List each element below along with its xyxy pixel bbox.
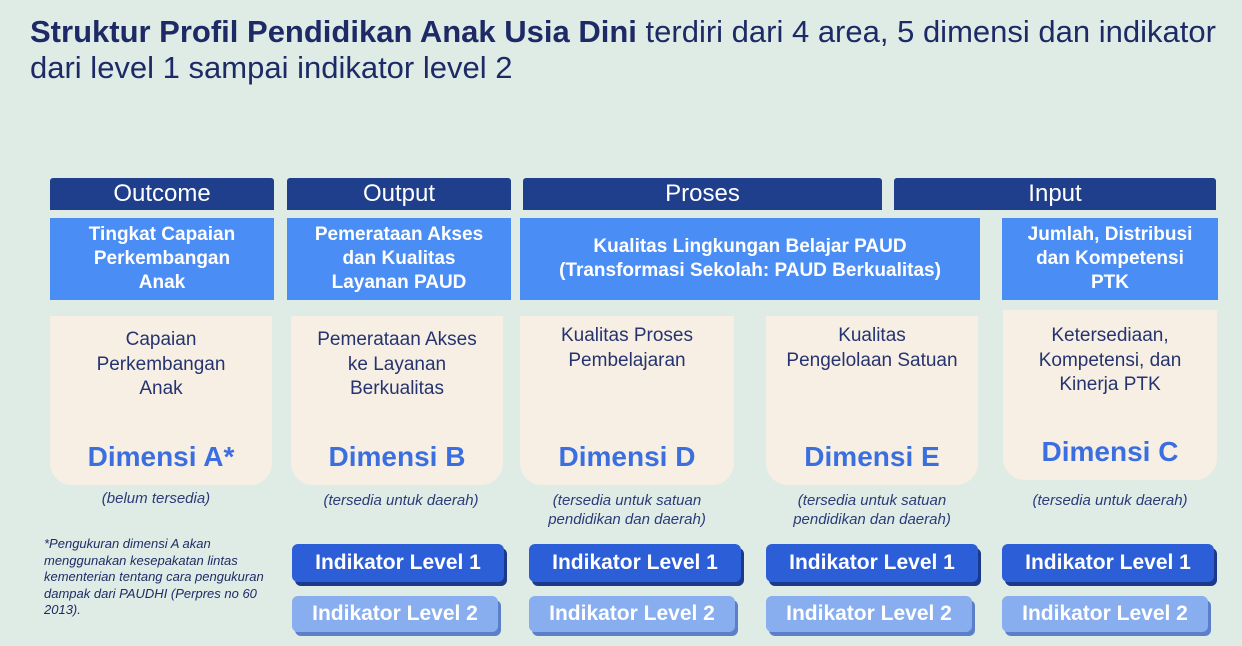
dimension-card-c: Ketersediaan, Kompetensi, dan Kinerja PT… (1003, 310, 1217, 480)
availability-note-b: (tersedia untuk daerah) (323, 492, 479, 509)
category-outcome: Outcome (50, 178, 274, 210)
indicator-level-2-e: Indikator Level 2 (766, 596, 972, 632)
indicator-level-2-c: Indikator Level 2 (1002, 596, 1208, 632)
indicator-level-2-d: Indikator Level 2 (529, 596, 735, 632)
indicator-level-1-e: Indikator Level 1 (766, 544, 978, 582)
dimension-card-b: Pemerataan Akses ke Layanan Berkualitas … (291, 316, 503, 485)
availability-note-e: (tersedia untuk satuan pendidikan dan da… (793, 492, 951, 528)
dimension-label: Dimensi A* (87, 441, 235, 472)
dimension-description: Pemerataan Akses ke Layanan Berkualitas (317, 329, 477, 399)
subcategory-output: Pemerataan Akses dan Kualitas Layanan PA… (287, 218, 511, 300)
dimension-label: Dimensi E (804, 441, 940, 472)
dimension-label: Dimensi C (1041, 436, 1179, 467)
category-proses: Proses (523, 178, 882, 210)
indicator-level-1-d: Indikator Level 1 (529, 544, 741, 582)
availability-note-a: (belum tersedia) (101, 490, 211, 507)
subcategory-input: Jumlah, Distribusi dan Kompetensi PTK (1002, 218, 1218, 300)
footnote: *Pengukuran dimensi A akan menggunakan k… (44, 536, 264, 618)
indicator-level-2-b: Indikator Level 2 (292, 596, 498, 632)
dimension-description: Capaian Perkembangan Anak (96, 329, 226, 399)
dimension-description: Kualitas Pengelolaan Satuan (786, 325, 958, 371)
dimension-description: Kualitas Proses Pembelajaran (560, 325, 693, 371)
indicator-level-1-b: Indikator Level 1 (292, 544, 504, 582)
category-input: Input (894, 178, 1216, 210)
dimension-card-d: Kualitas Proses Pembelajaran Dimensi D (520, 316, 734, 485)
dimension-card-e: Kualitas Pengelolaan Satuan Dimensi E (766, 316, 978, 485)
dimension-label: Dimensi D (558, 441, 696, 472)
category-output: Output (287, 178, 511, 210)
dimension-card-a: Capaian Perkembangan Anak Dimensi A* (50, 316, 272, 485)
availability-note-d: (tersedia untuk satuan pendidikan dan da… (548, 492, 706, 528)
availability-note-c: (tersedia untuk daerah) (1032, 492, 1188, 509)
dimension-label: Dimensi B (328, 441, 466, 472)
indicator-level-1-c: Indikator Level 1 (1002, 544, 1214, 582)
subcategory-outcome: Tingkat Capaian Perkembangan Anak (50, 218, 274, 300)
page-title: Struktur Profil Pendidikan Anak Usia Din… (30, 14, 1216, 85)
subcategory-proses: Kualitas Lingkungan Belajar PAUD (Transf… (520, 218, 980, 300)
dimension-description: Ketersediaan, Kompetensi, dan Kinerja PT… (1038, 325, 1182, 395)
